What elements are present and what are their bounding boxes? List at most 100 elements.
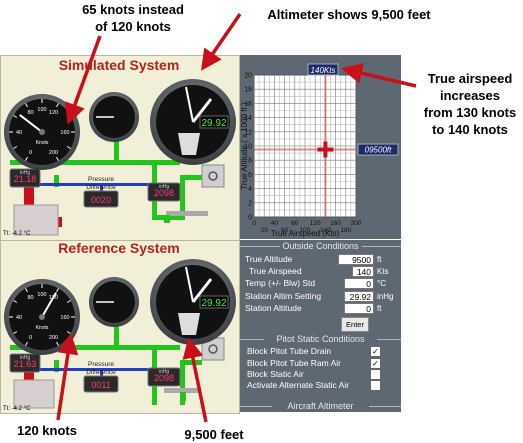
temperature-readout: Tt: -4.2 °C: [3, 406, 31, 412]
chart-x-axis-label: True Airspeed (Kts): [271, 229, 340, 238]
airspeed-tick-label: 100: [37, 292, 46, 298]
section-divider: [240, 339, 264, 340]
field-label: True Airspeed: [249, 266, 302, 276]
callout-line: to 140 knots: [432, 122, 508, 137]
chart-data-point: [317, 141, 334, 158]
pitot-tube: [164, 388, 198, 393]
green-pipe: [180, 360, 202, 365]
chart-x-tick-label: 120: [310, 220, 321, 227]
checkbox-label: Block Static Air: [247, 369, 304, 379]
green-pipe: [114, 120, 119, 165]
airspeed-tick-label: 200: [49, 335, 58, 341]
section-divider: [377, 339, 401, 340]
chart-y-tick-label: 6: [248, 172, 252, 179]
digital-readout-center: 0020: [91, 195, 111, 205]
digital-readout-left: 21.63: [14, 359, 37, 369]
chart-y-tick-label: 14: [244, 115, 252, 122]
airspeed-tick-label: 40: [16, 130, 22, 136]
checkbox-label: Block Pitot Tube Drain: [247, 346, 332, 356]
green-pipe: [54, 175, 59, 187]
alternate-static-checkbox[interactable]: [370, 380, 381, 391]
field-label: True Altitude: [245, 254, 293, 264]
chart-x-tick-label: 60: [281, 227, 289, 234]
inhg-label: inHg: [159, 369, 170, 375]
chart-x-tick-label: 160: [330, 220, 341, 227]
altimeter-setting: 29.92: [201, 118, 226, 129]
field-label: Temp (+/- Blw) Std: [245, 278, 316, 288]
airspeed-tick-label: 40: [16, 315, 22, 321]
callout-line: True airspeed: [427, 71, 513, 86]
airspeed-tick-mark: [25, 156, 28, 161]
simulated-instruments: 21.18 0020 2098 inHg inHg Pressure Diffe…: [3, 79, 236, 237]
station-altim-setting-input[interactable]: 29.92: [344, 291, 374, 302]
section-divider: [369, 406, 401, 407]
block-pitot-drain-checkbox[interactable]: ✓: [370, 346, 381, 357]
field-unit: °C: [377, 279, 386, 288]
green-pipe: [180, 360, 185, 405]
airspeed-tick-mark: [66, 146, 71, 149]
green-pipe: [180, 175, 202, 180]
callout-line: of 120 knots: [95, 19, 171, 34]
field-label: Station Altim Setting: [245, 291, 322, 301]
altimeter-long-needle: [185, 86, 194, 123]
altimeter-kollsman-window: [199, 115, 229, 129]
altimeter-kollsman-window: [199, 295, 229, 309]
temperature-readout: Tt: -4.2 °C: [3, 231, 31, 237]
inhg-label: inHg: [20, 170, 31, 176]
airspeed-tick-mark: [13, 331, 18, 334]
callout-line: increases: [440, 88, 500, 103]
static-port-hole: [208, 171, 218, 181]
chart-y-tick-label: 2: [248, 200, 252, 207]
airspeed-tick-label: 0: [29, 335, 32, 341]
true-airspeed-input[interactable]: 140: [352, 266, 374, 277]
chart-y-tick-label: 18: [244, 87, 252, 94]
airspeed-tick-label: 160: [60, 130, 69, 136]
block-static-air-checkbox[interactable]: [370, 369, 381, 380]
airspeed-tick-label: 80: [27, 110, 33, 116]
airspeed-tick-label: 80: [27, 295, 33, 301]
inhg-label: inHg: [159, 184, 170, 190]
airspeed-tick-mark: [56, 103, 59, 108]
callout-9500-feet: 9,500 feet: [184, 427, 244, 442]
chart-grid: [253, 74, 357, 218]
airspeed-tick-label: 200: [49, 150, 58, 156]
enter-button[interactable]: Enter: [341, 317, 369, 332]
field-unit: ft: [377, 304, 382, 313]
field-unit: Kts: [377, 267, 389, 276]
altimeter-striped-flag: [178, 313, 200, 335]
true-altitude-input[interactable]: 9500: [338, 254, 374, 265]
pitot-valve: [180, 392, 186, 401]
station-altitude-input[interactable]: 0: [344, 303, 374, 314]
block-pitot-ram-checkbox[interactable]: ✓: [370, 358, 381, 369]
digital-readout-right: 2098: [154, 373, 174, 383]
needle-hub: [39, 314, 45, 320]
pressure-label: Pressure: [88, 361, 114, 368]
chart-y-tick-label: 0: [248, 215, 252, 222]
pressure-label: Pressure: [88, 176, 114, 183]
temperature-input[interactable]: 0: [344, 278, 374, 289]
checkbox-label: Block Pitot Tube Ram Air: [247, 358, 342, 368]
callout-true-airspeed: True airspeed increases from 130 knots t…: [414, 70, 523, 138]
airspeed-tick-label: 0: [29, 150, 32, 156]
callout-line: from 130 knots: [423, 105, 517, 120]
pitot-tube: [166, 211, 208, 216]
outside-conditions-title: Outside Conditions: [282, 241, 359, 251]
altimeter-setting: 29.92: [201, 298, 226, 309]
airspeed-needle: [41, 292, 57, 318]
pitot-housing: [13, 204, 59, 236]
altimeter-short-needle: [191, 98, 213, 123]
digital-readout-center: 0011: [91, 380, 110, 390]
airspeed-tick-mark: [25, 341, 28, 346]
digital-readout-bg: [147, 182, 181, 202]
static-port-hole: [208, 344, 218, 354]
chart-y-tick-label: 20: [244, 73, 252, 80]
digital-readout-bg: [147, 367, 181, 387]
altimeter-striped-flag: [178, 133, 200, 155]
altimeter-long-needle: [185, 266, 194, 303]
static-port: [201, 164, 225, 188]
airspeed-tick-label: 100: [37, 107, 46, 113]
digital-readout-bg: [83, 190, 119, 208]
chart-x-tick-label: 140: [320, 227, 331, 234]
